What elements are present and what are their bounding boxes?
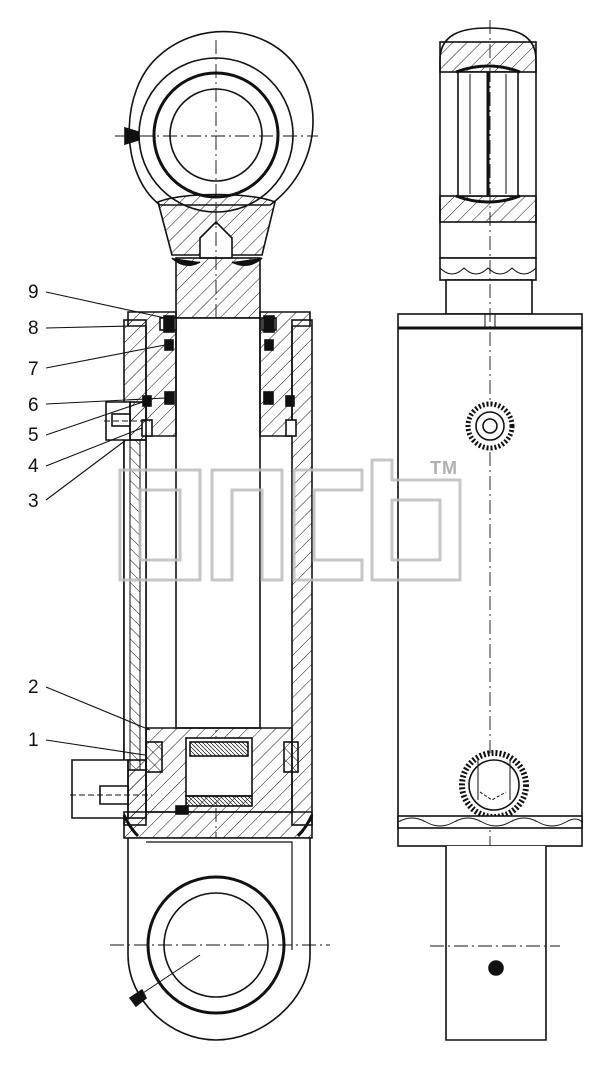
callout-8: 8	[28, 318, 39, 339]
callout-9: 9	[28, 282, 39, 303]
weld-bottom-right	[296, 814, 314, 838]
side-weld-top	[439, 257, 537, 281]
weld-bottom-left	[122, 814, 140, 838]
callout-4: 4	[28, 456, 39, 477]
oring-5	[142, 395, 152, 407]
side-view	[397, 20, 583, 1041]
callout-2: 2	[28, 677, 39, 698]
bottom-eye-outer	[127, 837, 311, 1041]
piston-rod	[175, 317, 261, 729]
side-port-lower	[459, 750, 529, 820]
piston-rod-upper	[175, 257, 261, 319]
callout-leaders	[45, 291, 166, 756]
seal-6	[164, 391, 175, 405]
callout-1: 1	[28, 730, 39, 751]
seal-7	[164, 339, 174, 351]
grease-nipple-top	[124, 126, 139, 146]
piston-seal-right	[283, 741, 299, 773]
piston-seal-left	[145, 741, 163, 773]
watermark-trademark: TM	[430, 458, 458, 478]
seal-8	[263, 315, 275, 333]
seal-9	[163, 315, 175, 333]
side-rod	[445, 279, 533, 315]
bottom-cap	[123, 811, 313, 839]
grease-nipple-bottom	[128, 988, 148, 1008]
callout-6: 6	[28, 395, 39, 416]
watermark-logo	[118, 458, 462, 582]
side-grease-nipple	[488, 960, 504, 976]
side-port-upper	[465, 401, 515, 451]
callout-5: 5	[28, 425, 39, 446]
callout-3: 3	[28, 491, 39, 512]
callout-7: 7	[28, 359, 39, 380]
section-view	[70, 30, 330, 1041]
side-clevis	[445, 846, 547, 1041]
